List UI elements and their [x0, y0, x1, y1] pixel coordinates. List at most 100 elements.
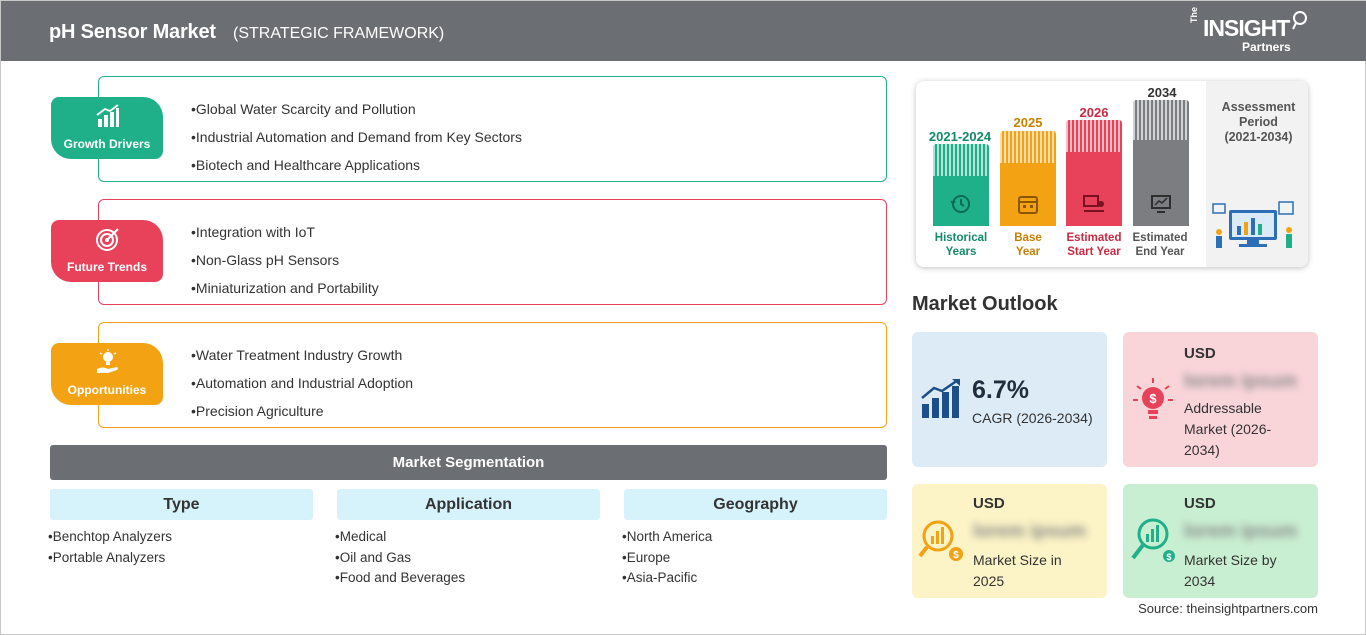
list-item: Automation and Industrial Adoption — [191, 369, 413, 397]
period-label-line: Base — [1014, 232, 1042, 244]
list-item: Oil and Gas — [335, 548, 600, 569]
timeline-bar-base — [1000, 131, 1056, 226]
addressable-label: Addressable Market (2026- 2034) — [1184, 398, 1271, 461]
header-bar: pH Sensor Market (STRATEGIC FRAMEWORK) T… — [1, 1, 1366, 61]
logo-partners: Partners — [1242, 40, 1291, 54]
monitor-icon — [1151, 195, 1171, 213]
period-label-line: Estimated — [1066, 232, 1122, 244]
opportunities-box: Water Treatment Industry Growth Automati… — [98, 322, 887, 428]
tag-label: Opportunities — [67, 383, 147, 397]
timeline-bar-end — [1133, 100, 1189, 226]
period-label: Historical Years — [921, 231, 1001, 259]
list-item: Medical — [335, 527, 600, 548]
source-credit: Source: theinsightpartners.com — [1138, 601, 1318, 616]
desc-line: Market Size in — [973, 552, 1062, 568]
list-item: Industrial Automation and Demand from Ke… — [191, 123, 522, 151]
list-item: Integration with IoT — [191, 218, 379, 246]
magnifier-chart-icon: $ — [1131, 518, 1175, 562]
svg-text:$: $ — [1166, 552, 1171, 562]
desc-line: Addressable — [1184, 400, 1262, 416]
market-size-2034-card: $ USD lorem ipsum Market Size by 2034 — [1123, 484, 1318, 598]
period-label: Estimated End Year — [1120, 231, 1200, 259]
year-label: 2026 — [1079, 105, 1109, 120]
segment-geography: Geography North America Europe Asia-Paci… — [624, 489, 887, 589]
desc-line: 2034) — [1184, 442, 1220, 458]
addressable-market-card: $ USD lorem ipsum Addressable Market (20… — [1123, 332, 1318, 467]
cagr-label: CAGR (2026-2034) — [972, 410, 1093, 426]
timeline-bar-historical — [933, 144, 989, 226]
currency-label: USD — [1184, 345, 1216, 362]
segment-heading: Type — [50, 489, 313, 520]
period-label-line: Years — [945, 246, 977, 258]
list-item: North America — [622, 527, 887, 548]
idea-hand-icon — [97, 349, 118, 373]
cagr-value: 6.7% — [972, 376, 1029, 404]
size-2025-label: Market Size in 2025 — [973, 550, 1062, 592]
period-label-line: Year — [1015, 246, 1041, 258]
year-label: 2025 — [1013, 115, 1043, 130]
blurred-value: lorem ipsum — [973, 521, 1086, 542]
future-trends-list: Integration with IoT Non-Glass pH Sensor… — [191, 218, 379, 302]
list-item: Precision Agriculture — [191, 397, 413, 425]
list-item: Non-Glass pH Sensors — [191, 246, 379, 274]
year-label: 2021-2024 — [928, 129, 992, 144]
segmentation-title: Market Segmentation — [50, 445, 887, 480]
desc-line: Market (2026- — [1184, 421, 1272, 437]
blurred-value: lorem ipsum — [1184, 521, 1297, 542]
desc-line: 2025 — [973, 573, 1005, 589]
market-outlook-title: Market Outlook — [912, 293, 1058, 315]
logo-insight: INSIGHT — [1203, 15, 1290, 41]
list-item: Food and Beverages — [335, 568, 600, 589]
list-item: Global Water Scarcity and Pollution — [191, 95, 522, 123]
cagr-card: 6.7% CAGR (2026-2034) — [912, 332, 1107, 467]
opportunities-tag: Opportunities — [51, 343, 163, 405]
segment-heading: Geography — [624, 489, 887, 520]
segment-application: Application Medical Oil and Gas Food and… — [337, 489, 600, 589]
period-label-line: Historical — [934, 232, 988, 244]
insight-partners-logo[interactable]: The INSIGHT Partners — [1189, 7, 1319, 55]
history-icon — [950, 195, 970, 213]
page-title: pH Sensor Market — [49, 21, 216, 43]
tag-label: Future Trends — [66, 260, 147, 274]
currency-label: USD — [973, 495, 1005, 512]
year-label: 2034 — [1147, 85, 1177, 100]
assessment-line: Assessment — [1221, 100, 1296, 114]
period-label: Base Year — [988, 231, 1068, 259]
period-label-line: End Year — [1135, 246, 1185, 258]
target-icon — [96, 228, 119, 251]
magnifier-icon — [1292, 11, 1307, 30]
list-item: Asia-Pacific — [622, 568, 887, 589]
future-trends-box: Integration with IoT Non-Glass pH Sensor… — [98, 199, 887, 305]
calendar-icon — [1018, 196, 1038, 214]
desc-line: Market Size by — [1184, 552, 1277, 568]
market-size-2025-card: $ USD lorem ipsum Market Size in 2025 — [912, 484, 1107, 598]
assessment-period: Assessment Period (2021-2034) — [1211, 100, 1306, 145]
list-item: Biotech and Healthcare Applications — [191, 151, 522, 179]
bar-growth-icon — [96, 104, 119, 127]
idea-bulb-icon: $ — [1133, 378, 1173, 419]
list-item: Water Treatment Industry Growth — [191, 341, 413, 369]
analytics-people-icon — [1212, 201, 1294, 248]
future-trends-tag: Future Trends — [51, 220, 163, 282]
period-label-line: Estimated — [1132, 232, 1188, 244]
svg-text:$: $ — [1149, 391, 1157, 406]
timeline-bar-start — [1066, 120, 1122, 226]
growth-drivers-list: Global Water Scarcity and Pollution Indu… — [191, 95, 522, 179]
magnifier-chart-icon: $ — [918, 520, 963, 561]
page-subtitle: (STRATEGIC FRAMEWORK) — [233, 25, 445, 42]
size-2034-label: Market Size by 2034 — [1184, 550, 1277, 592]
list-item: Miniaturization and Portability — [191, 274, 379, 302]
blurred-value: lorem ipsum — [1184, 371, 1297, 392]
opportunities-list: Water Treatment Industry Growth Automati… — [191, 341, 413, 425]
assessment-range: (2021-2034) — [1224, 130, 1293, 144]
segment-heading: Application — [337, 489, 600, 520]
period-label: Estimated Start Year — [1054, 231, 1134, 259]
segment-type: Type Benchtop Analyzers Portable Analyze… — [50, 489, 313, 568]
currency-label: USD — [1184, 495, 1216, 512]
tag-label: Growth Drivers — [63, 137, 151, 151]
svg-text:$: $ — [953, 550, 959, 561]
list-item: Europe — [622, 548, 887, 569]
desc-line: 2034 — [1184, 573, 1216, 589]
list-item: Benchtop Analyzers — [48, 527, 313, 548]
